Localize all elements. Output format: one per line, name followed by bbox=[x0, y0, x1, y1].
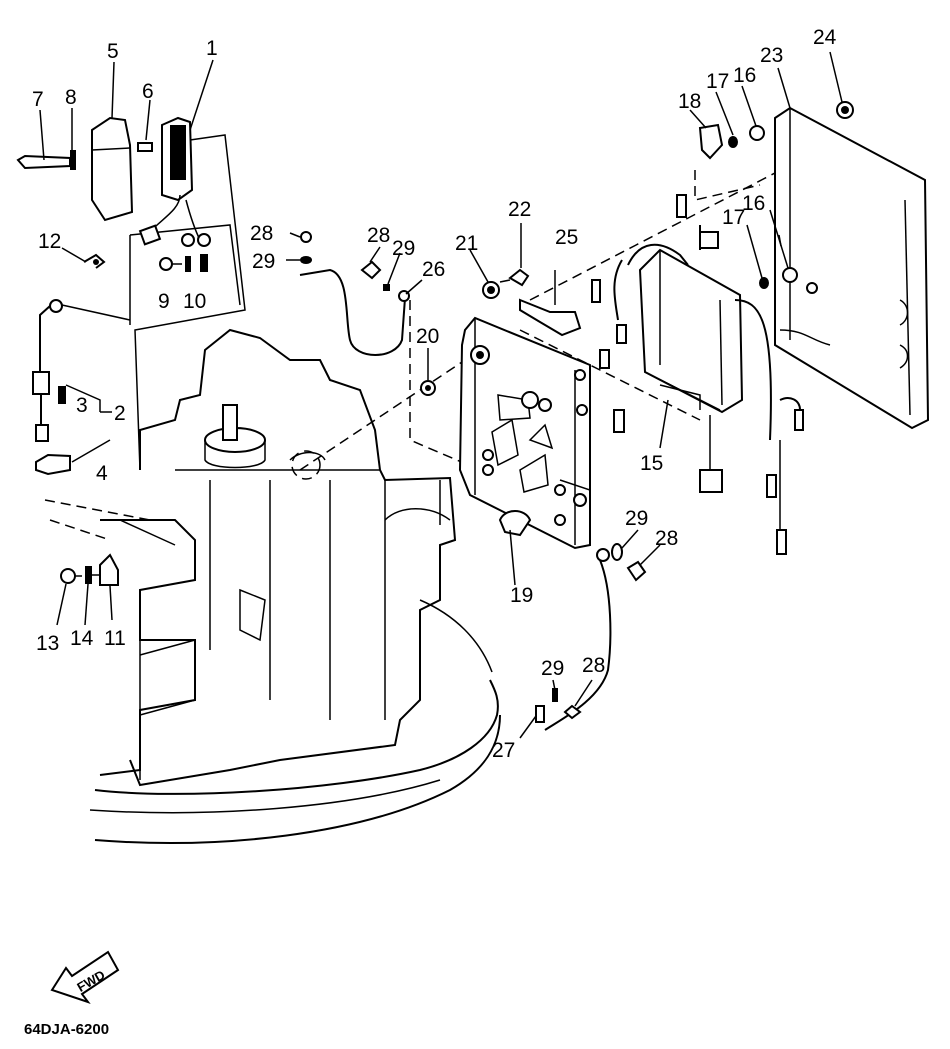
part-washer-29c bbox=[552, 688, 558, 702]
label-part-10: 10 bbox=[183, 290, 206, 313]
part-cap-3 bbox=[58, 386, 66, 404]
label-part-28d: 28 bbox=[582, 654, 605, 677]
part-bolt-28b bbox=[300, 231, 312, 243]
label-part-20: 20 bbox=[416, 325, 439, 348]
label-part-17a: 17 bbox=[706, 70, 729, 93]
label-part-16a: 16 bbox=[733, 64, 756, 87]
label-part-29d: 29 bbox=[541, 657, 564, 680]
label-part-8: 8 bbox=[65, 86, 77, 109]
label-part-12: 12 bbox=[38, 230, 61, 253]
part-cover-23 bbox=[774, 106, 930, 430]
part-bolt-28a bbox=[360, 260, 382, 280]
part-clamp-4 bbox=[35, 453, 71, 476]
label-part-5: 5 bbox=[107, 40, 119, 63]
part-connector-block bbox=[699, 231, 719, 249]
label-part-6: 6 bbox=[142, 80, 154, 103]
label-part-7: 7 bbox=[32, 88, 44, 111]
part-washer-8 bbox=[70, 150, 76, 170]
label-part-9: 9 bbox=[158, 290, 170, 313]
part-washer-17b bbox=[759, 277, 769, 289]
label-part-26: 26 bbox=[422, 258, 445, 281]
label-part-28a: 28 bbox=[250, 222, 273, 245]
label-part-19: 19 bbox=[510, 584, 533, 607]
part-washer-17a bbox=[728, 136, 738, 148]
part-clip-6 bbox=[137, 142, 153, 152]
label-part-22: 22 bbox=[508, 198, 531, 221]
cdi-and-cover-group bbox=[591, 101, 930, 555]
label-part-15: 15 bbox=[640, 452, 663, 475]
label-part-28c: 28 bbox=[655, 527, 678, 550]
label-part-21: 21 bbox=[455, 232, 478, 255]
part-bracket-11 bbox=[99, 553, 119, 586]
part-bolt-28d bbox=[626, 560, 647, 582]
label-part-25: 25 bbox=[555, 226, 578, 249]
label-part-13: 13 bbox=[36, 632, 59, 655]
center-plate-group bbox=[299, 159, 801, 731]
label-part-18: 18 bbox=[678, 90, 701, 113]
part-bolt-13 bbox=[60, 568, 76, 584]
label-part-3: 3 bbox=[76, 394, 88, 417]
label-part-11: 11 bbox=[104, 627, 126, 650]
engine-powerhead bbox=[44, 328, 501, 844]
part-collar-10 bbox=[185, 256, 191, 272]
part-bolt-16b bbox=[782, 267, 798, 283]
label-part-23: 23 bbox=[760, 44, 783, 67]
label-part-17b: 17 bbox=[722, 206, 745, 229]
drawing-code: 64DJA-6200 bbox=[24, 1021, 109, 1038]
label-part-27: 27 bbox=[492, 739, 515, 762]
left-parts-group bbox=[16, 116, 246, 586]
label-part-14: 14 bbox=[70, 627, 94, 650]
label-part-28b: 28 bbox=[367, 224, 390, 247]
part-washer-29b bbox=[300, 256, 312, 264]
part-relay-25 bbox=[519, 298, 582, 337]
part-clip-12 bbox=[83, 253, 106, 269]
part-screw-22 bbox=[508, 268, 530, 287]
part-bolt-28c bbox=[563, 704, 582, 720]
part-cdi-unit-15 bbox=[638, 248, 744, 414]
fwd-direction-badge: FWD bbox=[50, 950, 120, 1004]
label-part-29b: 29 bbox=[392, 237, 415, 260]
part-bolt-16a bbox=[749, 125, 765, 141]
part-lead-2 bbox=[32, 371, 50, 395]
part-lead-27 bbox=[535, 705, 545, 723]
label-part-29c: 29 bbox=[625, 507, 648, 530]
label-part-2: 2 bbox=[114, 402, 126, 425]
part-number-labels: 1 2 3 4 5 6 7 8 9 10 11 12 13 14 15 16 1… bbox=[32, 26, 837, 762]
part-washer-29a bbox=[383, 284, 390, 291]
label-part-16b: 16 bbox=[742, 192, 765, 215]
label-part-29a: 29 bbox=[252, 250, 275, 273]
label-part-1: 1 bbox=[206, 37, 218, 60]
part-washer-14 bbox=[85, 566, 92, 584]
label-part-4: 4 bbox=[96, 462, 108, 485]
part-screw-9 bbox=[159, 257, 173, 271]
part-bracket-18 bbox=[698, 123, 724, 160]
leader-lines bbox=[39, 51, 843, 739]
part-cover-5 bbox=[91, 116, 134, 222]
label-part-24: 24 bbox=[813, 26, 837, 49]
part-washer-29d bbox=[611, 543, 623, 561]
